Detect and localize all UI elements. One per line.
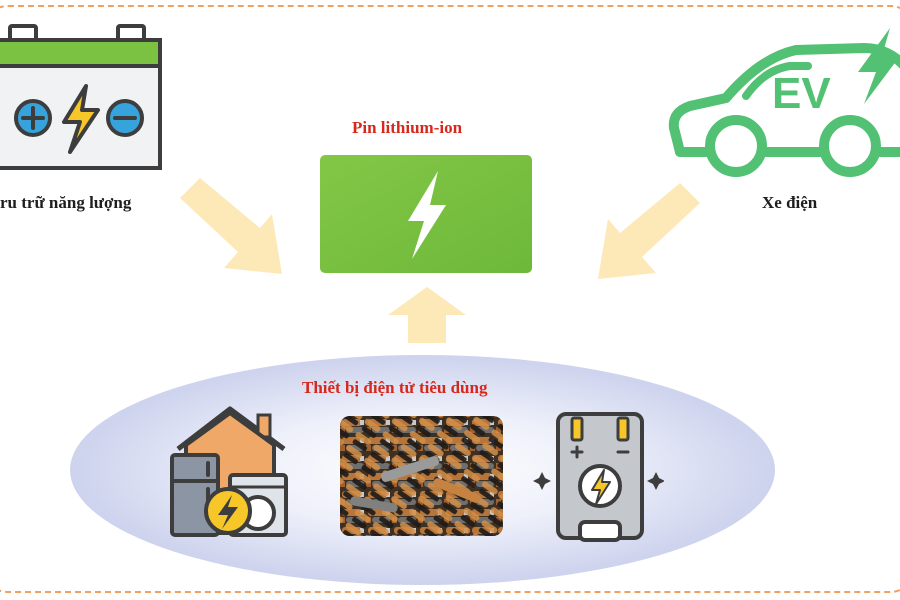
used-batteries-photo xyxy=(340,416,503,536)
arrow-from-storage-icon xyxy=(180,178,282,274)
car-battery-icon xyxy=(0,24,162,170)
dashed-frame xyxy=(0,5,900,593)
electric-car-icon: EV xyxy=(668,28,900,177)
electric-vehicle-label: Xe điện xyxy=(762,193,818,212)
lithium-battery-icon xyxy=(320,155,532,273)
home-appliances-icon xyxy=(170,406,288,537)
arrow-from-ev-icon xyxy=(598,183,700,279)
phone-battery-icon xyxy=(533,412,664,542)
lithium-ion-label: Pin lithium-ion xyxy=(352,118,463,137)
energy-storage-label: ru trữ năng lượng xyxy=(0,193,132,212)
arrow-from-electronics-icon xyxy=(388,287,466,343)
consumer-electronics-label: Thiết bị điện tử tiêu dùng xyxy=(302,378,488,397)
ev-badge: EV xyxy=(772,69,831,118)
